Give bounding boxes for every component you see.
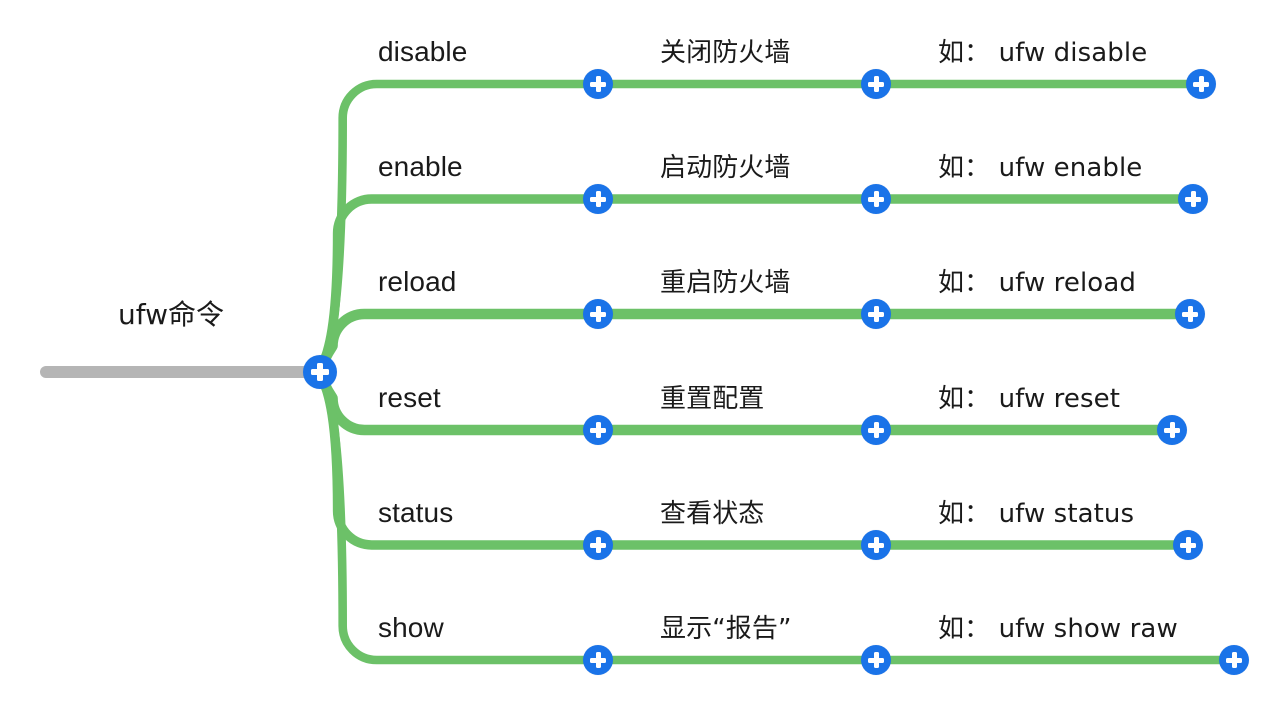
plus-node-disable-2[interactable]: [861, 69, 891, 99]
description-label-reload: 重启防火墙: [660, 268, 791, 298]
command-label-reset: reset: [378, 382, 441, 413]
description-label-enable: 启动防火墙: [660, 153, 791, 183]
plus-node-status-3[interactable]: [1173, 530, 1203, 560]
example-label-reload: 如： ufw reload: [938, 268, 1136, 298]
branch-line-reload: [314, 308, 1196, 378]
root-label: ufw命令: [118, 298, 225, 331]
description-label-status: 查看状态: [660, 499, 765, 529]
command-label-reload: reload: [378, 266, 457, 297]
description-label-show: 显示“报告”: [660, 614, 792, 644]
command-label-enable: enable: [378, 151, 463, 182]
plus-node-reload-3[interactable]: [1175, 299, 1205, 329]
branch-reload: [314, 308, 1196, 378]
example-label-show: 如： ufw show raw: [938, 614, 1178, 644]
plus-node-show-1[interactable]: [583, 645, 613, 675]
plus-node-disable-3[interactable]: [1186, 69, 1216, 99]
plus-node-reset-1[interactable]: [583, 415, 613, 445]
plus-node-status-2[interactable]: [861, 530, 891, 560]
plus-node-reload-1[interactable]: [583, 299, 613, 329]
plus-node-enable-1[interactable]: [583, 184, 613, 214]
plus-node-show-3[interactable]: [1219, 645, 1249, 675]
example-label-status: 如： ufw status: [938, 499, 1135, 529]
command-label-status: status: [378, 497, 454, 528]
plus-node-status-1[interactable]: [583, 530, 613, 560]
plus-node-reset-2[interactable]: [861, 415, 891, 445]
plus-node-root[interactable]: [303, 355, 337, 389]
example-label-enable: 如： ufw enable: [938, 153, 1143, 183]
branch-line-disable: [315, 79, 1206, 377]
example-label-reset: 如： ufw reset: [938, 384, 1121, 414]
command-label-show: show: [378, 612, 444, 643]
plus-node-reset-3[interactable]: [1157, 415, 1187, 445]
description-label-disable: 关闭防火墙: [660, 38, 791, 68]
description-label-reset: 重置配置: [660, 384, 765, 414]
plus-node-show-2[interactable]: [861, 645, 891, 675]
plus-node-enable-3[interactable]: [1178, 184, 1208, 214]
example-label-disable: 如： ufw disable: [938, 38, 1148, 68]
plus-node-disable-1[interactable]: [583, 69, 613, 99]
plus-node-reload-2[interactable]: [861, 299, 891, 329]
branch-disable: [315, 79, 1206, 377]
plus-node-enable-2[interactable]: [861, 184, 891, 214]
command-label-disable: disable: [378, 36, 468, 67]
